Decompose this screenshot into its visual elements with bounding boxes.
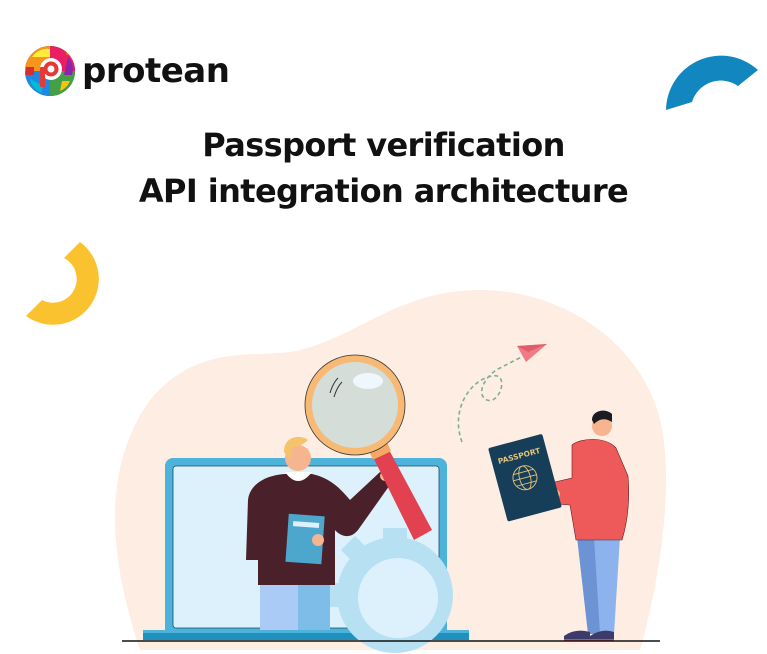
hero-illustration: PASSPORT xyxy=(115,290,667,653)
brand-logo[interactable]: protean xyxy=(24,45,230,97)
title-line-2: API integration architecture xyxy=(138,172,629,210)
protean-logo-icon xyxy=(25,46,75,96)
paper-plane-icon xyxy=(517,344,547,362)
brand-name: protean xyxy=(82,51,230,91)
passport-icon: PASSPORT xyxy=(488,434,562,522)
man-with-magnifier xyxy=(246,436,392,630)
yellow-arc-decoration xyxy=(26,242,99,325)
magnifying-glass-icon xyxy=(304,354,432,540)
page-title: Passport verification API integration ar… xyxy=(0,122,767,214)
man-with-passport xyxy=(550,410,630,641)
dashed-flight-path xyxy=(457,353,531,443)
title-line-1: Passport verification xyxy=(202,126,565,164)
blue-arc-decoration xyxy=(666,55,758,110)
